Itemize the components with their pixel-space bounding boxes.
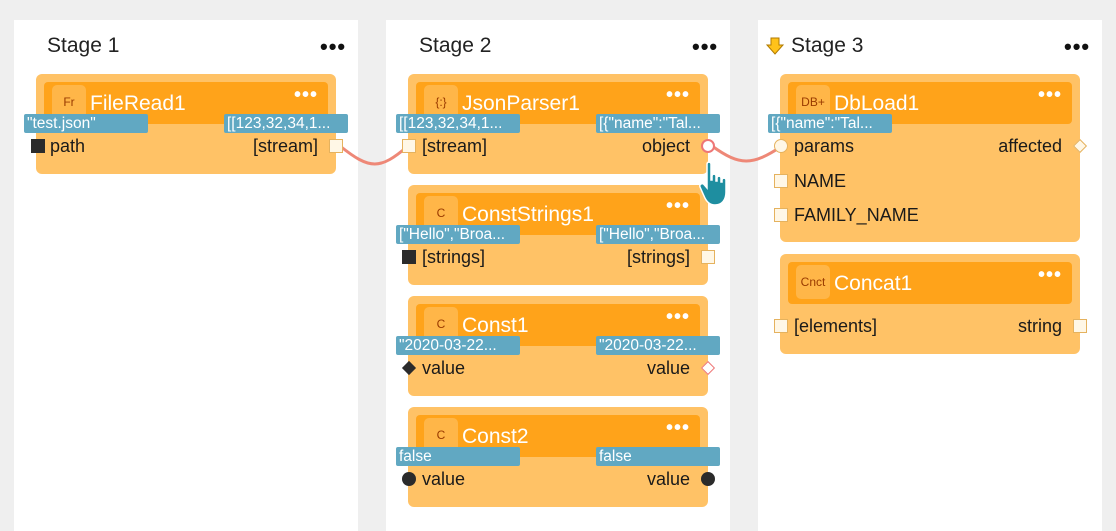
node-menu-button[interactable]: ••• [293,84,318,106]
output-port-label: string [1017,316,1062,336]
input-port-label: value [422,469,466,489]
node-type-icon: {:} [424,85,458,119]
node-title: Const2 [462,425,529,448]
output-port-label: [strings] [626,247,690,267]
node-title: Const1 [462,314,529,337]
node-const1[interactable]: C Const1 ••• "2020-03-22... "2020-03-22.… [396,296,720,396]
output-value-chip: "2020-03-22... [596,336,720,355]
input-port-label: value [422,358,466,378]
input-port-label: [strings] [422,247,486,267]
output-port-object[interactable] [701,139,715,153]
node-type-icon: C [424,418,458,452]
node-menu-button[interactable]: ••• [665,417,690,439]
stage-menu-button[interactable]: ••• [320,34,347,59]
input-value-chip: "test.json" [24,114,148,133]
input-port-label: FAMILY_NAME [794,205,919,225]
output-port-string[interactable] [1073,319,1087,333]
node-menu-button[interactable]: ••• [665,84,690,106]
node-title: DbLoad1 [834,92,920,115]
node-conststrings1[interactable]: C ConstStrings1 ••• ["Hello","Broa... ["… [396,185,720,285]
node-menu-button[interactable]: ••• [665,306,690,328]
input-port-label: [stream] [422,136,488,156]
node-header[interactable]: DB+ DbLoad1 ••• [788,82,1072,124]
output-port-label: value [646,469,690,489]
node-type-icon: DB+ [796,85,830,119]
node-concat1[interactable]: Cnct Concat1 ••• [elements] string [774,254,1087,354]
node-header[interactable]: Fr FileRead1 ••• [44,82,328,124]
node-type-icon: Cnct [796,265,830,299]
output-value-chip: [[123,32,34,1... [224,114,348,133]
output-port-label: affected [998,136,1062,156]
input-port-elements[interactable] [774,319,788,333]
stage-menu-button[interactable]: ••• [692,34,719,59]
input-value-chip: ["Hello","Broa... [396,225,520,244]
node-type-icon: Fr [52,85,86,119]
input-value-chip: [{"name":"Tal... [768,114,892,133]
input-port-name[interactable] [774,174,788,188]
stage-title: Stage 3 [791,34,864,57]
input-port-family-name[interactable] [774,208,788,222]
stage-menu-button[interactable]: ••• [1064,34,1091,59]
output-port-stream[interactable] [329,139,343,153]
output-port-label: [stream] [252,136,318,156]
output-port-label: value [646,358,690,378]
input-port-label: path [50,136,86,156]
input-port-path[interactable] [31,139,45,153]
output-value-chip: ["Hello","Broa... [596,225,720,244]
node-fileread1[interactable]: Fr FileRead1 ••• "test.json" [[123,32,34… [24,74,348,174]
input-port-params[interactable] [774,139,788,153]
output-value-chip: false [596,447,720,466]
node-title: Concat1 [834,272,913,295]
input-port-label: params [794,136,855,156]
down-arrow-icon [766,37,784,55]
input-port-stream[interactable] [402,139,416,153]
node-title: JsonParser1 [462,92,580,115]
input-value-chip: "2020-03-22... [396,336,520,355]
hand-pointer-cursor-icon [699,161,727,206]
node-menu-button[interactable]: ••• [1037,84,1062,106]
output-value-chip: [{"name":"Tal... [596,114,720,133]
input-port-strings[interactable] [402,250,416,264]
input-value-chip: [[123,32,34,1... [396,114,520,133]
input-port-value[interactable] [402,472,416,486]
node-jsonparser1[interactable]: {:} JsonParser1 ••• [[123,32,34,1... [{"… [396,74,720,174]
stage-title: Stage 2 [419,34,492,57]
node-title: ConstStrings1 [462,203,594,226]
node-menu-button[interactable]: ••• [665,195,690,217]
node-dbload1[interactable]: DB+ DbLoad1 ••• [{"name":"Tal... params … [768,74,1088,242]
input-value-chip: false [396,447,520,466]
node-title: FileRead1 [90,92,186,115]
node-type-icon: C [424,307,458,341]
input-port-label: [elements] [794,316,878,336]
stage-title: Stage 1 [47,34,120,57]
node-type-icon: C [424,196,458,230]
output-port-label: object [641,136,690,156]
output-port-value[interactable] [701,472,715,486]
input-port-label: NAME [794,171,847,191]
node-header[interactable]: Cnct Concat1 ••• [788,262,1072,304]
output-port-strings[interactable] [701,250,715,264]
node-menu-button[interactable]: ••• [1037,264,1062,286]
node-const2[interactable]: C Const2 ••• false false value value [396,407,720,507]
